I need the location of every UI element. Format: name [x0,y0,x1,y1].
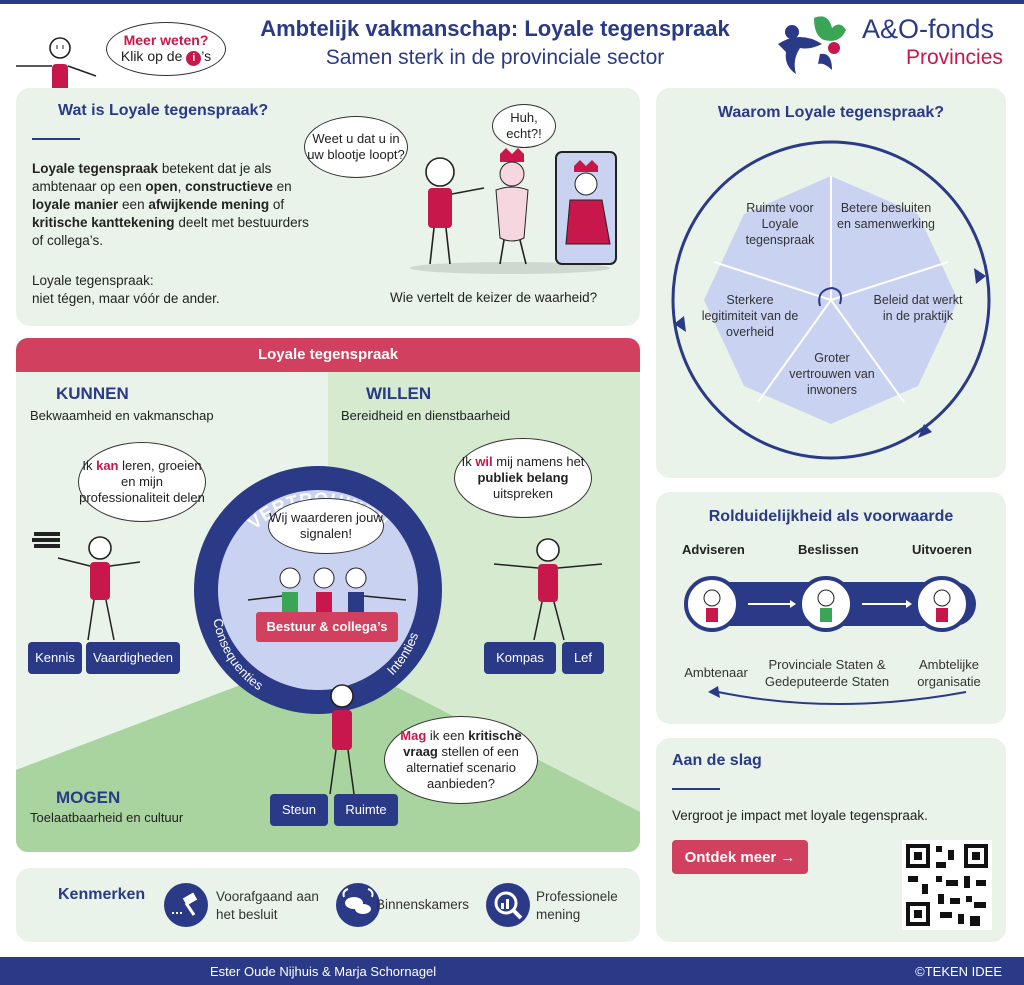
bestuur-figures [247,567,407,618]
wat-tagline: Loyale tegenspraak: niet tégen, maar vóó… [32,272,322,308]
kenmerken-heading: Kenmerken [58,886,146,903]
aan-de-slag-panel: Aan de slag Vergroot je impact met loyal… [656,738,1006,942]
rol-heading: Rolduidelijkheid als voorwaarde [708,508,954,525]
willen-label: WILLEN [366,384,432,403]
waarom-heading: Waarom Loyale tegenspraak? [717,104,945,121]
klik-hint: Klik op de i’s [121,48,211,66]
meer-weten-bubble: Meer weten? Klik op de i’s [106,22,226,76]
magnifier-chart-icon [486,883,530,927]
info-icon[interactable]: i [186,51,202,66]
tag-kompas: Kompas [484,642,556,674]
rol-step-adviseren: Adviseren [682,542,745,557]
meer-weten-text: Meer weten? [123,32,209,48]
rol-sub-organisatie: Ambtelijke organisatie [917,657,981,689]
rol-flow-graphic [684,576,976,705]
kenmerk-binnenskamers: Binnenskamers [376,897,470,912]
ao-fonds-logo-icon [778,16,846,74]
mogen-sub: Toelaatbaarheid en cultuur [30,810,184,825]
wat-heading: Wat is Loyale tegenspraak? [58,102,269,119]
mogen-label: MOGEN [56,788,121,807]
def-constructief: constructieve [185,179,273,194]
kan-bubble: Ik kan leren, groeien en mijn profession… [78,442,206,522]
qr-code-icon[interactable] [902,840,992,930]
footer-copyright: ©TEKEN IDEE [915,964,1002,979]
huh-bubble: Huh, echt?! [492,104,556,148]
slag-text: Vergroot je impact met loyale tegenspraa… [672,808,928,823]
tag-kennis: Kennis [28,642,82,674]
wil-bubble: Ik wil mij namens het publiek belang uit… [454,438,592,518]
rol-step-beslissen: Beslissen [798,542,859,557]
footer: Ester Oude Nijhuis & Marja Schornagel ©T… [0,957,1024,985]
blootje-bubble: Weet u dat u in uw blootje loopt? [304,116,408,178]
brand-name: A&O-fonds [862,14,995,44]
def-loyaal: loyale manier [32,197,119,212]
loyale-tegenspraak-diagram: Loyale tegenspraak KUNNEN Bekwaamheid en… [16,338,640,852]
mag-text: Mag ik een kritische vraag stellen of ee… [400,728,522,791]
def-text-4: een [118,197,149,212]
wat-caption: Wie vertelt de keizer de waarheid? [390,290,598,305]
brand-logo: A&O-fonds Provincies [770,10,1010,80]
tag-lef: Lef [562,642,604,674]
gavel-icon [164,883,208,927]
mogen-figure [329,684,355,795]
waarom-item-legitimiteit: Sterkere legitimiteit van de overheid [701,293,799,339]
kenmerken-panel: Kenmerken Voorafgaand aan het besluit Bi… [16,868,640,942]
klik-pre: Klik op de [120,48,183,64]
tagline-2: niet tégen, maar vóór de ander. [32,291,220,306]
top-bar [0,0,1024,4]
rol-step-uitvoeren: Uitvoeren [912,542,972,557]
waarom-cycle-graphic [671,140,991,460]
def-afwijkend: afwijkende mening [148,197,270,212]
slag-heading: Aan de slag [672,752,762,769]
def-kritisch: kritische kanttekening [32,215,175,230]
kan-text: Ik kan leren, groeien en mijn profession… [79,458,205,505]
stick-figure-guide [16,37,97,92]
waarom-item-besluiten: Betere besluiten en samenwerking [837,201,935,231]
tag-steun: Steun [270,794,328,826]
chat-bubbles-icon [336,883,380,927]
slag-rule [672,788,720,790]
tag-vaardigheden: Vaardigheden [86,642,180,674]
waarom-panel: Waarom Loyale tegenspraak? Ruimte voor L… [656,88,1006,478]
def-open: open [145,179,178,194]
def-text-5: of [269,197,285,212]
def-text-2: , [177,179,186,194]
waarom-item-vertrouwen: Groter vertrouwen van inwoners [789,351,875,397]
bestuur-label: Bestuur & collega’s [256,612,398,642]
diagram-banner: Loyale tegenspraak [16,338,640,372]
rolduidelijkheid-panel: Rolduidelijkheid als voorwaarde Advisere… [656,492,1006,724]
tag-ruimte: Ruimte [334,794,398,826]
page-subtitle: Samen sterk in de provinciale sector [325,46,665,69]
waarom-item-ruimte: Ruimte voor Loyale tegenspraak [745,201,815,247]
kenmerk-professioneel: Professionele mening [536,889,618,922]
wat-rule [32,138,80,140]
def-term: Loyale tegenspraak [32,161,159,176]
def-text-1: betekent dat je als ambtenaar op een [32,161,272,194]
willen-figure [493,538,603,641]
ontdek-meer-button[interactable]: Ontdek meer → [672,840,808,874]
tagline-1: Loyale tegenspraak: [32,273,154,288]
waarom-item-beleid: Beleid dat werkt in de praktijk [873,293,963,323]
wil-text: Ik wil mij namens het publiek belang uit… [461,454,585,501]
rol-sub-staten: Provinciale Staten & Gedeputeerde Staten [764,657,890,689]
def-text-6: deelt met bestuurders of collega’s. [32,215,309,248]
def-text-3: en [272,179,292,194]
wat-is-panel: Wat is Loyale tegenspraak? Loyale tegens… [16,88,640,326]
kunnen-figure [32,532,141,641]
klik-post: ’s [201,48,212,64]
brand-sub: Provincies [906,46,1003,69]
emperor-illustration [410,148,617,274]
mag-bubble: Mag ik een kritische vraag stellen of ee… [384,716,538,804]
willen-sub: Bereidheid en dienstbaarheid [341,408,511,423]
wat-definition: Loyale tegenspraak betekent dat je als a… [32,160,322,250]
kunnen-sub: Bekwaamheid en vakmanschap [30,408,214,423]
footer-authors: Ester Oude Nijhuis & Marja Schornagel [210,964,437,979]
kenmerk-voorafgaand: Voorafgaand aan het besluit [216,889,319,922]
rol-sub-ambtenaar: Ambtenaar [684,665,748,680]
center-bubble: Wij waarderen jouw signalen! [268,498,384,554]
kunnen-label: KUNNEN [56,384,129,403]
page-title: Ambtelijk vakmanschap: Loyale tegenspraa… [260,16,730,41]
